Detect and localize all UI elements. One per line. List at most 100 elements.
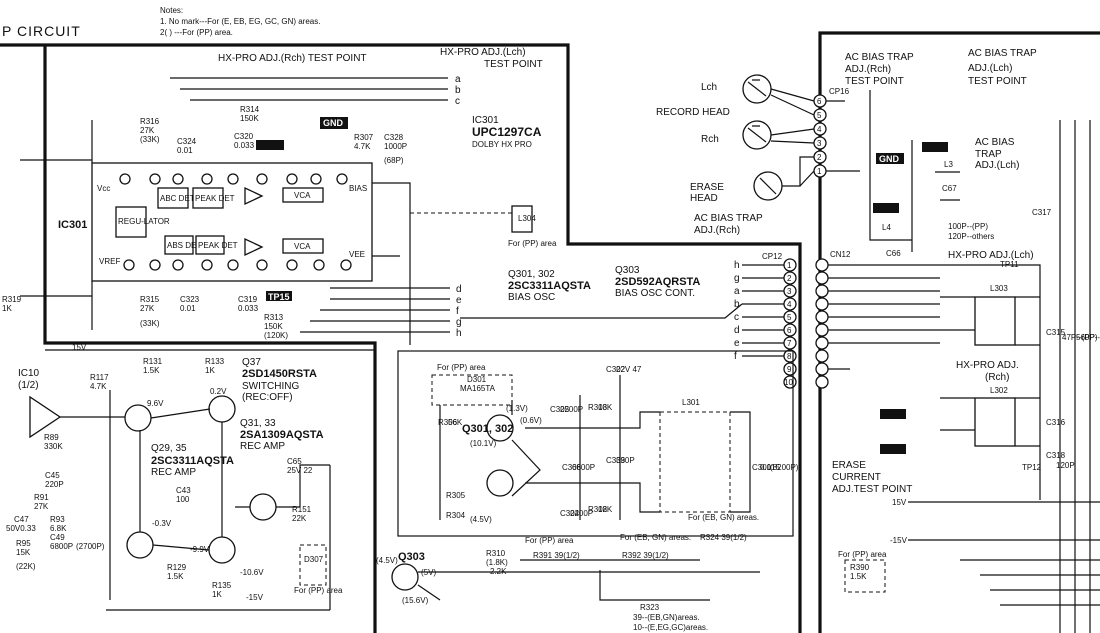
tap-h: h — [456, 328, 462, 339]
r89-ref: R89 — [44, 433, 59, 442]
gnd-marker-2-label: GND — [879, 154, 900, 164]
ic301-pin-vcc: Vcc — [97, 184, 110, 193]
c315-label: C315 — [1046, 328, 1066, 337]
record-head-label: RECORD HEAD — [656, 107, 730, 118]
rec-amp-wires — [45, 349, 375, 611]
d307-box — [299, 544, 327, 586]
cp12-letter-a: a — [734, 286, 740, 297]
r316-ref: R316 — [140, 117, 160, 126]
tp-label-erase-1: ERASE — [832, 460, 866, 471]
c304-val: 2200P — [570, 509, 593, 518]
q303-part: 2SD592AQRSTA — [615, 276, 700, 288]
c67-label: C67 — [942, 184, 957, 193]
l301-body — [659, 411, 731, 513]
r151-ref: R151 — [292, 505, 312, 514]
r306-ref: R306 — [438, 418, 458, 427]
r313-val: 150K — [264, 322, 283, 331]
v-q301-06: (0.6V) — [520, 416, 542, 425]
c317-label: C317 — [1032, 208, 1052, 217]
l304-pp: For (PP) area — [508, 239, 557, 248]
r93-val: 6.8K — [50, 524, 67, 533]
r131-val: 1.5K — [143, 366, 160, 375]
erase-head-label-1: ERASE — [690, 182, 724, 193]
ic301-part: UPC1297CA — [472, 125, 542, 139]
cp16-pin-4: 4 — [817, 125, 822, 134]
c49-ref: C49 — [50, 533, 65, 542]
tp-marker-hx-rch — [880, 409, 906, 419]
q31-33-desc: REC AMP — [240, 441, 285, 452]
c324-ref: C324 — [177, 137, 197, 146]
ic301-vca-2-label: VCA — [294, 242, 311, 251]
c66-label: C66 — [886, 249, 901, 258]
d307-pp: For (PP) area — [294, 586, 343, 595]
r316-val: 27K — [140, 126, 155, 135]
c301-val: 0.015 — [760, 463, 781, 472]
r91-val: 27K — [34, 502, 49, 511]
q303-ref: Q303 — [615, 265, 640, 276]
gnd-marker-1 — [320, 117, 348, 129]
ic301-ref: IC301 — [472, 115, 499, 126]
r307-val: 4.7K — [354, 142, 371, 151]
ac-bias-lch-trap-1: AC BIAS — [975, 137, 1015, 148]
l302-body — [974, 397, 1016, 447]
hx-pro-wires — [940, 120, 1091, 633]
r303-val: 18K — [598, 403, 613, 412]
tp-label-hx-rch: HX-PRO ADJ.(Rch) TEST POINT — [218, 53, 367, 64]
c306-val: 6800P — [572, 463, 595, 472]
r314-ref: R314 — [240, 105, 260, 114]
ic301-peak-det-1 — [192, 187, 224, 209]
c47-val: 50V0.33 — [6, 524, 36, 533]
board-outline-main — [0, 43, 802, 633]
v-q303-156: (15.6V) — [402, 596, 429, 605]
tp-label-ac-lch-2: ADJ.(Lch) — [968, 63, 1012, 74]
cp16-pin-5: 5 — [817, 111, 822, 120]
c315-others: 560P--others — [1076, 333, 1100, 342]
ic301-abs-det — [164, 235, 194, 255]
l304-body — [511, 205, 533, 233]
tp-marker-erase — [880, 444, 906, 454]
ac-bias-rch-trap-2: ADJ.(Rch) — [694, 225, 740, 236]
r390-box — [844, 559, 886, 593]
sheet-title: P CIRCUIT — [2, 23, 81, 39]
ic301-pin-row-bottom — [123, 259, 352, 271]
r324-label: R324 39(1/2) — [700, 533, 747, 542]
r95-ref: R95 — [16, 539, 31, 548]
r323-eb: 39--(EB,GN)areas. — [633, 613, 700, 622]
q29-35-ref: Q29, 35 — [151, 443, 187, 454]
c318-val: 120P — [1056, 461, 1075, 470]
ic301-regulator-label: REGU-LATOR — [118, 217, 170, 226]
r319-val: 1K — [2, 304, 12, 313]
tp-marker-ic301 — [256, 140, 284, 150]
r313-ref: R313 — [264, 313, 284, 322]
r135-ref: R135 — [212, 581, 232, 590]
r390-ref: R390 — [850, 563, 870, 572]
head-lch-label: Lch — [701, 82, 717, 93]
tp-label-hx-lch-2: TEST POINT — [484, 59, 543, 70]
c47-ref: C47 — [14, 515, 29, 524]
cp12-pin-7: 7 — [787, 339, 792, 348]
tp-label-erase-3: ADJ.TEST POINT — [832, 484, 912, 495]
rail-wires-right — [908, 501, 1100, 606]
d301-box — [431, 374, 513, 406]
r133-ref: R133 — [205, 357, 225, 366]
c323-ref: C323 — [180, 295, 200, 304]
head-rch-label: Rch — [701, 134, 719, 145]
note-2: 2( ) ---For (PP) area. — [160, 28, 233, 37]
ic301-peak-det-1-label: PEAK DET — [195, 194, 235, 203]
q303-label: Q303 — [398, 551, 425, 563]
c305-val: 2200P — [560, 405, 583, 414]
board-outline-left-block — [43, 45, 377, 633]
tap-d: d — [456, 284, 462, 295]
r392-eb-gn: For (EB, GN) areas. — [620, 533, 691, 542]
ac-bias-lch-trap-2: TRAP — [975, 149, 1002, 160]
ic301-vca-2 — [282, 238, 324, 254]
v-q302-10: (10.1V) — [470, 439, 497, 448]
r307-ref: R307 — [354, 133, 374, 142]
cp12-label: CP12 — [762, 252, 783, 261]
l3-label: L3 — [944, 160, 953, 169]
r93-ref: R93 — [50, 515, 65, 524]
cp16-pin-1: 1 — [817, 167, 822, 176]
tp-label-ac-rch-3: TEST POINT — [845, 76, 904, 87]
r315-val: 27K — [140, 304, 155, 313]
r391-label: R391 39(1/2) — [533, 551, 580, 560]
